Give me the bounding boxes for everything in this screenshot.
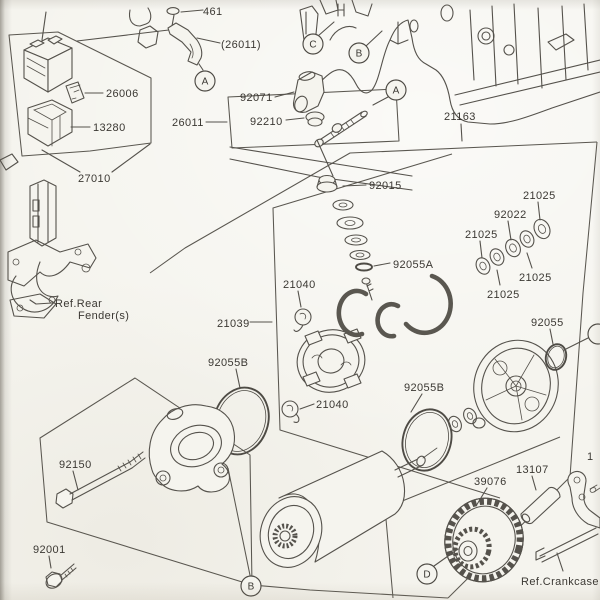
label-ref-crankcase: Ref.Crankcase — [521, 576, 599, 588]
label-21163: 21163 — [444, 111, 476, 123]
label-26011: 26011 — [172, 117, 204, 129]
relay-bracket-26011 — [167, 22, 203, 66]
brush-springs-yoke — [336, 277, 401, 339]
svg-text:B: B — [356, 49, 363, 60]
label-27010: 27010 — [78, 173, 111, 185]
terminal-stack — [316, 174, 373, 272]
label-92055: 92055 — [531, 317, 564, 329]
label-21025-top: 21025 — [523, 190, 556, 202]
inner-box-21039 — [272, 153, 501, 499]
label-ref-rear-fender-line2: Fender(s) — [78, 310, 129, 322]
fuse-26006 — [65, 81, 85, 104]
label-13107: 13107 — [516, 464, 549, 476]
badge-b-top: B — [348, 42, 370, 64]
idler-gear-39076 — [444, 497, 524, 583]
badge-edge-clipped — [587, 323, 600, 345]
badge-d-bottom: D — [416, 563, 438, 585]
label-21040-upper: 21040 — [283, 279, 316, 291]
armature — [259, 447, 438, 568]
svg-text:A: A — [202, 77, 209, 88]
starter-relay — [23, 35, 73, 93]
terminal-nut-92210 — [305, 111, 325, 127]
thrust-washer-row — [475, 218, 551, 275]
gear-cover-housing — [148, 404, 236, 493]
svg-text:D: D — [423, 570, 430, 581]
label-21025-bottom: 21025 — [487, 289, 520, 301]
o-ring-92055a — [355, 262, 373, 272]
badge-a-right: A — [385, 79, 407, 101]
brush-21040-lower — [281, 400, 300, 423]
svg-text:C: C — [309, 40, 316, 51]
label-92055b-left: 92055B — [208, 357, 248, 369]
starter-end-cover — [472, 339, 559, 433]
bolt-92001 — [45, 563, 77, 589]
brush-21040-upper — [293, 308, 312, 332]
svg-text:B: B — [248, 582, 255, 593]
idler-pin-13107 — [520, 487, 561, 524]
svg-text:A: A — [393, 86, 400, 97]
wiring-clamp — [128, 7, 159, 49]
relay-case-13280 — [27, 99, 73, 147]
label-21025-left: 21025 — [465, 229, 498, 241]
crankcase-reference-drawing — [299, 0, 600, 125]
label-92001: 92001 — [33, 544, 66, 556]
label-39076: 39076 — [474, 476, 507, 488]
badge-a-top: A — [194, 70, 216, 92]
label-461: 461 — [203, 6, 223, 18]
badge-c-top: C — [302, 33, 324, 55]
label-21025-right: 21025 — [519, 272, 552, 284]
label-92150: 92150 — [59, 459, 92, 471]
label-92022: 92022 — [494, 209, 527, 221]
terminal-boot-92071 — [292, 71, 325, 113]
label-92071: 92071 — [240, 92, 273, 104]
label-21040-lower: 21040 — [316, 399, 349, 411]
label-13280: 13280 — [93, 122, 126, 134]
label-partial-digit: 1 — [587, 451, 594, 463]
crankcase-lever-rod — [535, 470, 600, 563]
label-92055b-right: 92055B — [404, 382, 444, 394]
magnet-ring — [403, 273, 453, 336]
label-92055a: 92055A — [393, 259, 434, 271]
starter-assembly-box-top — [149, 141, 598, 274]
label-ref-rear-fender-line1: Ref.Rear — [55, 298, 102, 310]
label-26006: 26006 — [106, 88, 139, 100]
label-26011-paren: (26011) — [221, 39, 261, 51]
badge-b-bottom: B — [240, 575, 262, 597]
label-92015: 92015 — [369, 180, 402, 192]
label-21039: 21039 — [217, 318, 250, 330]
label-92210: 92210 — [250, 116, 283, 128]
